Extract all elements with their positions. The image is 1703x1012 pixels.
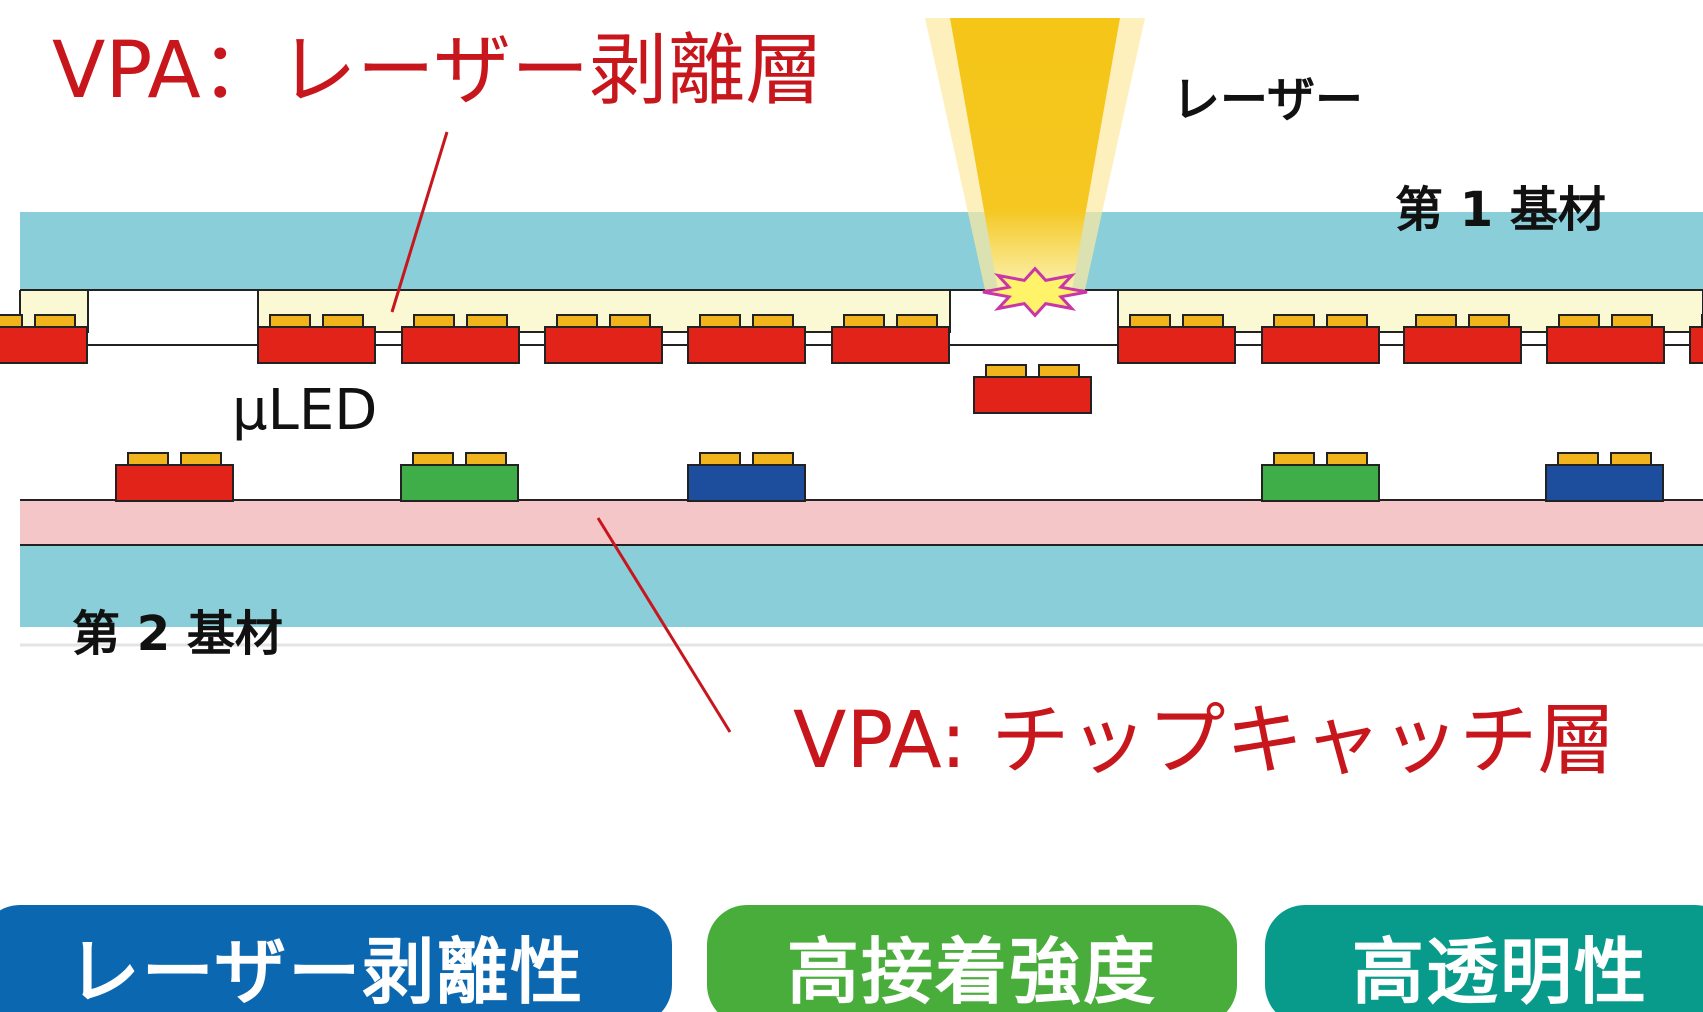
upper-chip <box>831 326 950 364</box>
feature-laser-release: レーザー剥離性 <box>0 905 672 1012</box>
upper-chip <box>0 326 88 364</box>
upper-chip <box>1689 326 1703 364</box>
substrate1-label: 第 1 基材 <box>1395 182 1606 238</box>
released-chip <box>973 376 1092 414</box>
substrate1 <box>20 212 1703 290</box>
upper-chip <box>1261 326 1380 364</box>
release-layer-leader <box>390 131 449 313</box>
substrate2 <box>20 545 1703 627</box>
transferred-chip <box>687 464 806 502</box>
catch-layer-label: VPA: チップキャッチ層 <box>793 696 1616 786</box>
transferred-chip <box>400 464 519 502</box>
feature-high-transparency: 高透明性 <box>1265 905 1703 1012</box>
upper-chip <box>257 326 376 364</box>
catch-layer <box>20 500 1703 545</box>
upper-chip <box>401 326 520 364</box>
upper-chip <box>687 326 806 364</box>
laser-label: レーザー <box>1172 72 1364 128</box>
laser-beam <box>950 18 1120 290</box>
transferred-chip <box>115 464 234 502</box>
release-layer-segment <box>258 290 950 332</box>
upper-chip <box>544 326 663 364</box>
micro-led-label: μLED <box>232 378 378 443</box>
release-layer-label: VPA：レーザー剥離層 <box>52 26 824 116</box>
catch-layer-leader <box>596 517 732 733</box>
upper-chip <box>1117 326 1236 364</box>
transferred-chip <box>1261 464 1380 502</box>
transferred-chip <box>1545 464 1664 502</box>
feature-high-adhesion: 高接着強度 <box>707 905 1237 1012</box>
upper-chip <box>1546 326 1665 364</box>
upper-chip <box>1403 326 1522 364</box>
substrate2-label: 第 2 基材 <box>72 606 283 662</box>
laser-impact-burst <box>982 266 1088 318</box>
